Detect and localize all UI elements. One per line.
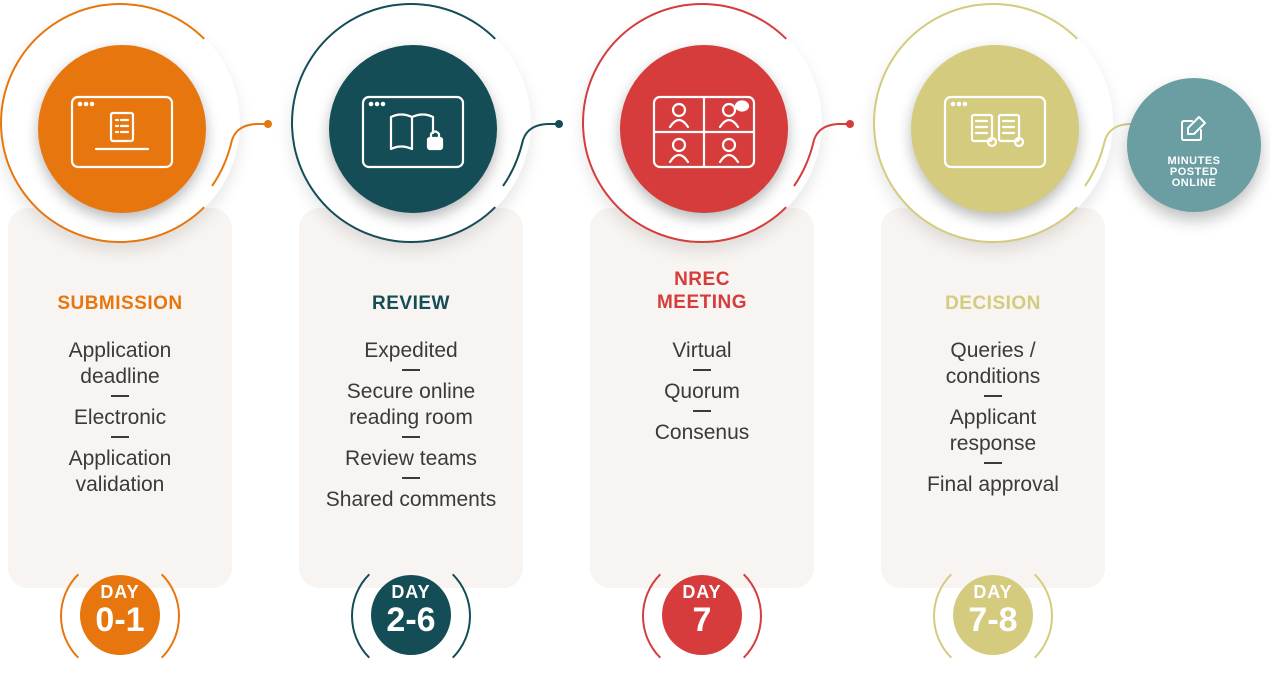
stage-item-text: response (949, 432, 1037, 455)
stage-title-line: NREC (674, 269, 730, 290)
day-value: 7 (692, 601, 712, 639)
day-badge-arc (642, 556, 762, 676)
item-divider (693, 369, 711, 371)
stage-connector (211, 120, 272, 187)
stage-title: DECISION (881, 292, 1105, 315)
stage-icon-disc (329, 45, 497, 213)
stage-item-text: Expedited (364, 339, 458, 362)
stage-ring (873, 3, 1113, 243)
stage-title-line: SUBMISSION (57, 293, 183, 314)
stage-ring (0, 3, 240, 243)
stage-item-text: deadline (80, 365, 160, 388)
stage-item-text: Queries / (950, 339, 1036, 362)
day-badge-arc (351, 556, 471, 676)
day-value: 2-6 (386, 601, 436, 639)
day-value: 0-1 (95, 601, 145, 639)
day-value: 7-8 (968, 601, 1018, 639)
stage-connector (793, 120, 854, 187)
stage-item-text: Final approval (927, 473, 1059, 496)
stage-item-text: reading room (349, 406, 473, 429)
stage-item-text: Electronic (73, 406, 167, 429)
day-label: DAY (391, 582, 431, 602)
stage-icon-disc (38, 45, 206, 213)
stage-card (299, 208, 523, 588)
stage-title: REVIEW (299, 292, 523, 315)
stage-icon-disc (620, 45, 788, 213)
connector-dot (846, 120, 854, 128)
day-badge-arc (933, 556, 1053, 676)
edit-icon (1181, 116, 1206, 141)
connector-dot (555, 120, 563, 128)
stage-card (8, 208, 232, 588)
stage-ring (582, 3, 822, 243)
stage-title: SUBMISSION (8, 292, 232, 315)
stage-item-text: Consenus (654, 421, 750, 444)
stage-card (881, 208, 1105, 588)
stage-card (590, 208, 814, 588)
item-divider (402, 436, 420, 438)
item-divider (402, 369, 420, 371)
book-lock-icon (361, 95, 465, 169)
document-screen-icon (70, 95, 174, 169)
stage-item-text: Review teams (345, 447, 477, 470)
stage-item-text: Applicant (949, 406, 1037, 429)
day-label: DAY (973, 582, 1013, 602)
item-divider (111, 395, 129, 397)
item-divider (984, 462, 1002, 464)
stage-item-text: validation (75, 473, 165, 496)
connector-dot (264, 120, 272, 128)
stage-item-text: conditions (945, 365, 1041, 388)
minutes-text-line: MINUTES (1167, 155, 1221, 167)
item-divider (402, 477, 420, 479)
stage-item-text: Virtual (672, 339, 732, 362)
minutes-text-line: ONLINE (1171, 177, 1217, 189)
item-divider (111, 436, 129, 438)
stage-item-text: Secure online (346, 380, 476, 403)
stage-item-text: Shared comments (325, 488, 497, 511)
documents-check-icon (943, 95, 1047, 169)
stage-title-line: DECISION (945, 293, 1041, 314)
day-label: DAY (682, 582, 722, 602)
item-divider (984, 395, 1002, 397)
stage-item-text: Quorum (664, 380, 740, 403)
stage-title-line: REVIEW (372, 293, 450, 314)
stage-item-text: Application (68, 339, 172, 362)
stage-connector (502, 120, 563, 187)
minutes-text-line: POSTED (1169, 166, 1219, 178)
item-divider (693, 410, 711, 412)
stage-icon-disc (911, 45, 1079, 213)
stage-item-text: Application (68, 447, 172, 470)
day-label: DAY (100, 582, 140, 602)
stage-title-line: MEETING (656, 292, 748, 313)
video-meeting-icon (652, 95, 756, 169)
stage-ring (291, 3, 531, 243)
day-badge-arc (60, 556, 180, 676)
